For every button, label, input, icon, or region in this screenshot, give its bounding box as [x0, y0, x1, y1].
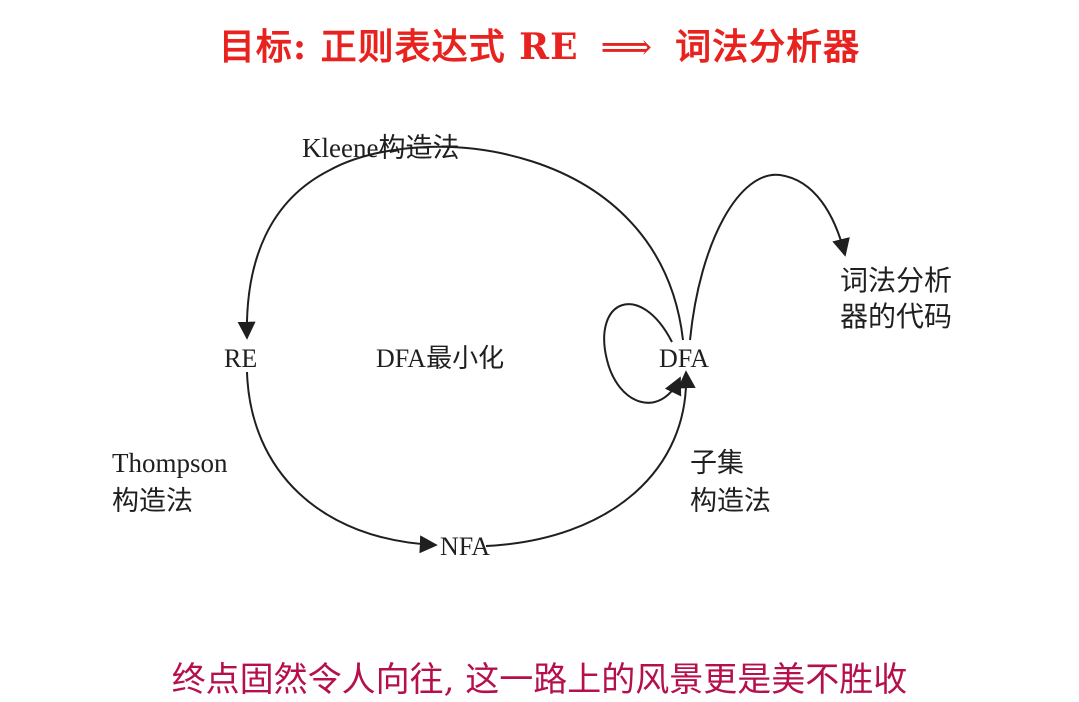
codegen-arrow [689, 173, 850, 341]
subset-label-line1: 子集 [690, 448, 744, 478]
dfa-node: DFA [659, 344, 709, 373]
title-prefix: 目标: 正则表达式 RE [218, 26, 579, 68]
kleene-label: Kleene构造法 [302, 133, 459, 163]
thompson-arrow [246, 371, 438, 554]
kleene-arrow [237, 145, 684, 341]
code-label-line2: 器的代码 [840, 301, 952, 333]
footer-caption: 终点固然令人向往, 这一路上的风景更是美不胜收 [171, 660, 908, 700]
thompson-label-line1: Thompson [112, 448, 228, 478]
minimize-loop-arrow [603, 303, 682, 404]
thompson-label-line2: 构造法 [112, 486, 193, 516]
re-node: RE [224, 344, 257, 373]
page-title: 目标: 正则表达式 RE ⟹ 词法分析器 [0, 18, 1079, 70]
nfa-node: NFA [440, 532, 490, 561]
subset-arrow [485, 370, 696, 547]
title-suffix: 词法分析器 [675, 26, 861, 68]
dfa-min-label: DFA最小化 [376, 344, 504, 373]
subset-label-line2: 构造法 [690, 486, 771, 516]
implies-arrow: ⟹ [600, 27, 654, 68]
code-label-line1: 词法分析 [840, 265, 952, 297]
